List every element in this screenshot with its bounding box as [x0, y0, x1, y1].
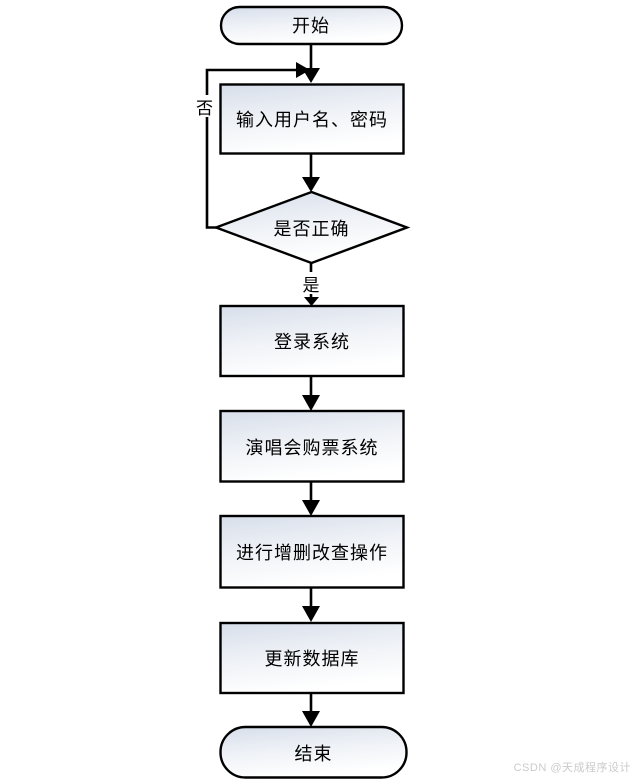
arrowhead-no-loop: [296, 62, 310, 78]
edge-no-loop: [205, 68, 297, 229]
arrowhead-into-ticketing: [302, 395, 320, 411]
node-start-shape: [219, 5, 404, 46]
arrowhead-into-login: [304, 297, 319, 306]
node-login-system-shape: [219, 304, 405, 378]
arrowhead-into-decision: [302, 177, 320, 192]
arrowhead-into-update: [302, 606, 320, 622]
node-input-credentials-shape: [219, 83, 405, 155]
connectors: [205, 44, 313, 712]
node-decision-shape: [212, 190, 411, 265]
arrowhead-into-end: [302, 711, 320, 727]
arrowhead-into-crud: [302, 500, 320, 516]
node-update-database-shape: [219, 621, 405, 695]
nodes: [212, 5, 411, 779]
csdn-watermark: CSDN @天成程序设计: [513, 762, 631, 774]
node-end-shape: [219, 725, 408, 779]
arrowheads: [296, 62, 320, 727]
node-ticketing-system-shape: [219, 409, 405, 483]
node-crud-operations-shape: [219, 514, 405, 589]
